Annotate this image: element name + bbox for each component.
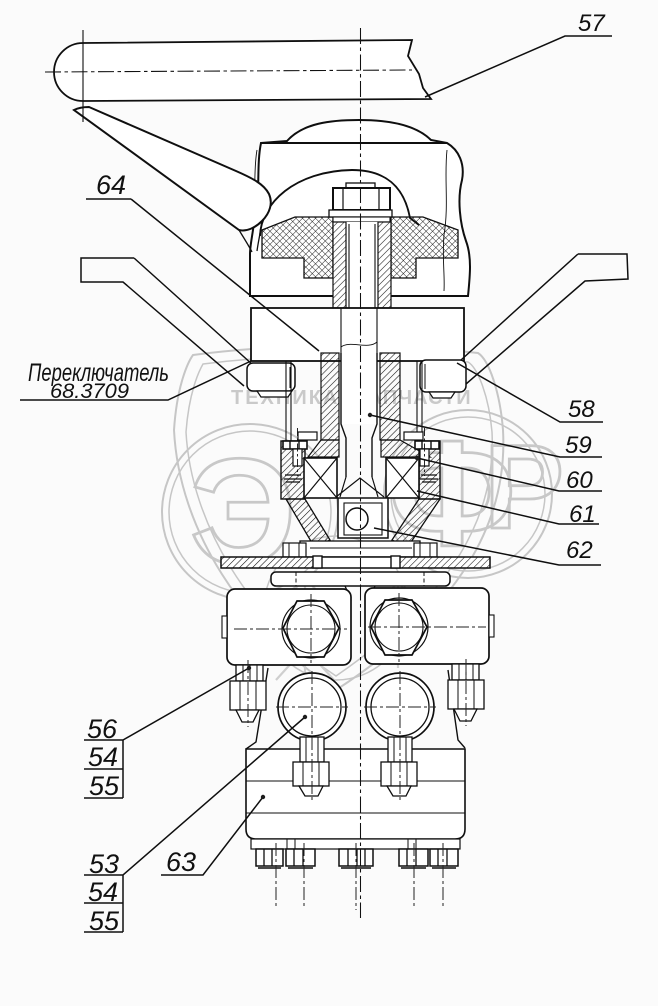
svg-text:56: 56 xyxy=(87,714,118,744)
svg-text:55: 55 xyxy=(89,771,120,801)
svg-text:62: 62 xyxy=(566,537,593,564)
svg-text:64: 64 xyxy=(96,170,126,200)
svg-text:Переключатель: Переключатель xyxy=(28,359,169,387)
svg-text:53: 53 xyxy=(89,849,119,879)
svg-text:61: 61 xyxy=(569,501,596,528)
svg-text:63: 63 xyxy=(166,847,196,877)
svg-text:59: 59 xyxy=(565,432,592,459)
svg-text:57: 57 xyxy=(578,10,606,37)
svg-text:54: 54 xyxy=(88,742,118,772)
svg-text:54: 54 xyxy=(88,877,118,907)
svg-text:58: 58 xyxy=(568,396,595,423)
svg-text:68.3709: 68.3709 xyxy=(50,380,129,403)
svg-text:Р: Р xyxy=(484,420,564,554)
svg-text:55: 55 xyxy=(89,906,120,936)
svg-text:60: 60 xyxy=(566,467,593,494)
